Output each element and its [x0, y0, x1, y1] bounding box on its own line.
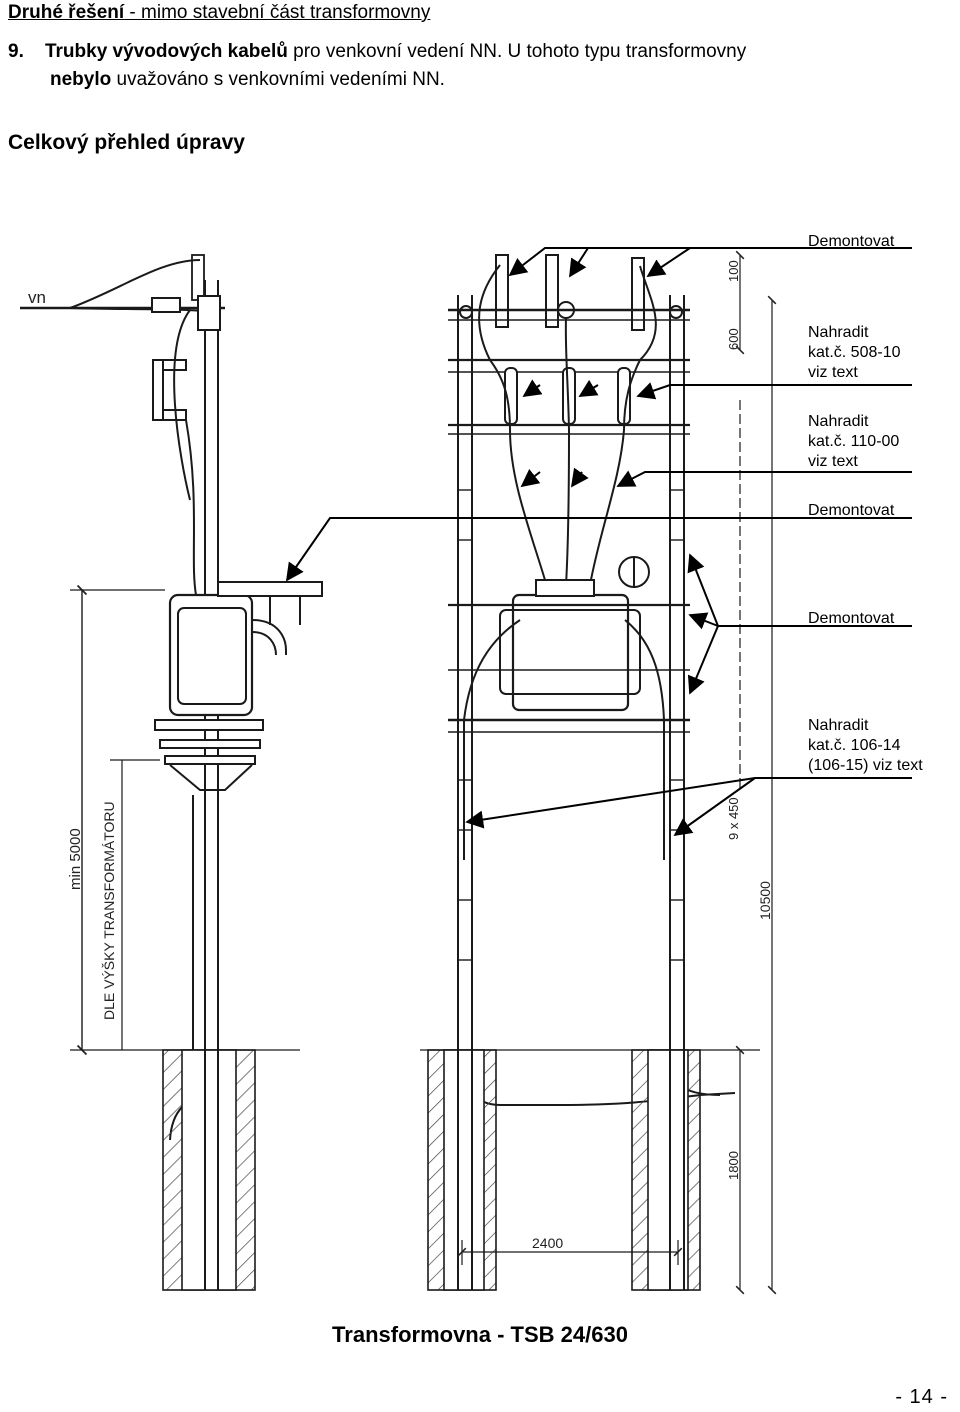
transformer-height-label: DLE VÝŠKY TRANSFORMÁTORU [101, 801, 117, 1020]
note-nahradit-110: Nahradit kat.č. 110-00 viz text [808, 413, 900, 470]
note-demontovat-1: Demontovat [808, 233, 895, 250]
note-demontovat-3: Demontovat [808, 610, 895, 627]
dim-2400: 2400 [532, 1235, 563, 1251]
min-5000-label: min 5000 [67, 828, 84, 890]
annotation-leaders [285, 247, 912, 837]
item-9-bold-2: nebylo [50, 69, 112, 90]
transformer-station-drawing: vn min 5000 DLE VÝŠKY TRANSFORMÁTORU 100… [20, 247, 912, 1295]
heading-rest: - mimo stavební část transformovny [124, 2, 431, 23]
side-view [20, 254, 323, 1291]
page-number: - 14 - [895, 1386, 948, 1408]
front-view [420, 250, 777, 1295]
dim-600: 600 [726, 328, 741, 350]
drawing-caption: Transformovna - TSB 24/630 [332, 1322, 628, 1347]
overview-title: Celkový přehled úpravy [8, 131, 245, 154]
dim-1800: 1800 [726, 1151, 741, 1180]
dim-10500: 10500 [757, 881, 773, 920]
heading-bold: Druhé řešení [8, 2, 125, 23]
note-demontovat-2: Demontovat [808, 502, 895, 519]
dim-9x450: 9 x 450 [726, 797, 741, 840]
dim-100: 100 [726, 260, 741, 282]
item-9-bold-1: Trubky vývodových kabelů [44, 41, 288, 62]
item-9-line-2: nebylo uvažováno s venkovními vedeními N… [8, 66, 958, 94]
page-heading: Druhé řešení - mimo stavební část transf… [8, 2, 430, 24]
item-9-paragraph: 9. Trubky vývodových kabelů pro venkovní… [8, 38, 958, 94]
item-9-text-2: uvažováno s venkovními vedeními NN. [111, 69, 445, 90]
item-number: 9. [8, 41, 24, 62]
drawing-labels: vn min 5000 DLE VÝŠKY TRANSFORMÁTORU 100… [28, 260, 773, 1251]
item-9-line-1: 9. Trubky vývodových kabelů pro venkovní… [8, 38, 958, 66]
vn-label: vn [28, 288, 46, 307]
note-nahradit-508: Nahradit kat.č. 508-10 viz text [808, 324, 901, 381]
item-9-text-1: pro venkovní vedení NN. U tohoto typu tr… [287, 41, 747, 62]
note-nahradit-106: Nahradit kat.č. 106-14 (106-15) viz text [808, 717, 923, 774]
